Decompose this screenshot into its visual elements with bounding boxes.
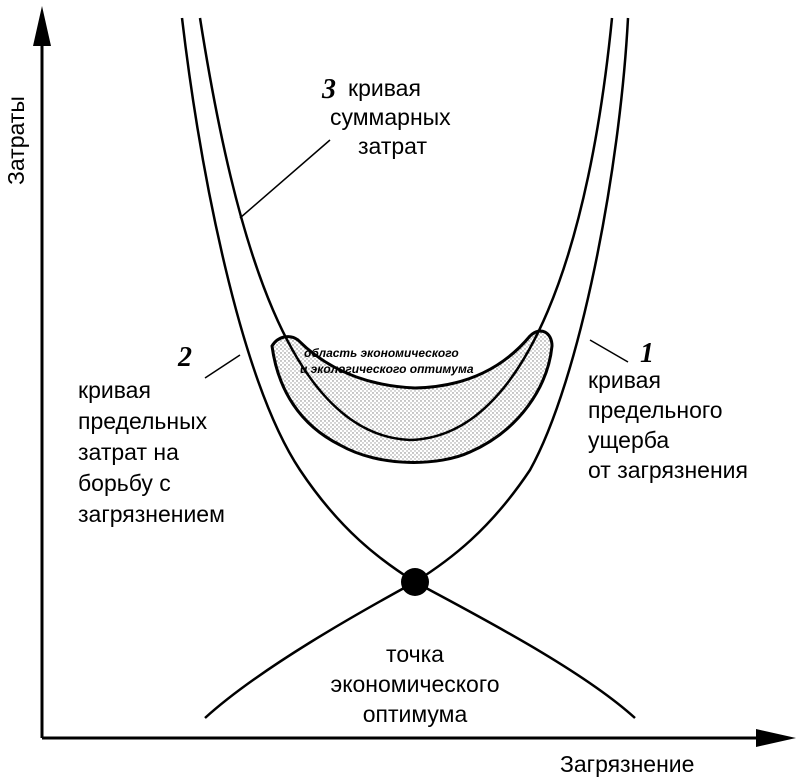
damage-curve-line-3: ущерба <box>588 427 669 453</box>
optimum-zone-line-2: и экологического оптимума <box>300 362 474 376</box>
damage-curve-line-2: предельного <box>588 397 723 423</box>
optimum-zone <box>270 329 554 464</box>
leader-line-abatement <box>204 354 241 379</box>
y-axis-arrow <box>33 6 51 46</box>
total-curve-number: 3 <box>321 74 336 105</box>
abatement-curve-line-4: борьбу с <box>78 470 171 496</box>
damage-curve <box>204 17 630 719</box>
abatement-curve-line-3: затрат на <box>78 439 179 465</box>
leader-line-damage <box>589 339 629 363</box>
x-axis-arrow <box>756 729 796 747</box>
leader-line-total <box>239 139 331 219</box>
abatement-curve-line-5: загрязнением <box>78 501 225 527</box>
optimum-point-line-2: экономического <box>330 671 499 697</box>
total-curve-line-2: суммарных <box>330 104 451 130</box>
damage-curve-line-4: от загрязнения <box>588 457 748 483</box>
optimum-point-line-1: точка <box>386 641 444 667</box>
abatement-curve-line-1: кривая <box>78 377 151 403</box>
optimum-point-line-3: оптимума <box>363 701 468 727</box>
damage-curve-line-1: кривая <box>588 367 661 393</box>
abatement-curve-number: 2 <box>177 342 192 373</box>
abatement-curve <box>180 17 636 719</box>
abatement-curve-line-2: предельных <box>78 408 208 434</box>
optimum-point-marker <box>401 568 429 596</box>
y-axis-label: Затраты <box>3 96 29 185</box>
total-curve-line-1: кривая <box>348 75 421 101</box>
damage-curve-number: 1 <box>640 338 654 369</box>
x-axis-label: Загрязнение <box>560 751 694 777</box>
optimum-zone-line-1: область экономического <box>304 346 459 360</box>
total-curve-line-3: затрат <box>358 133 427 159</box>
